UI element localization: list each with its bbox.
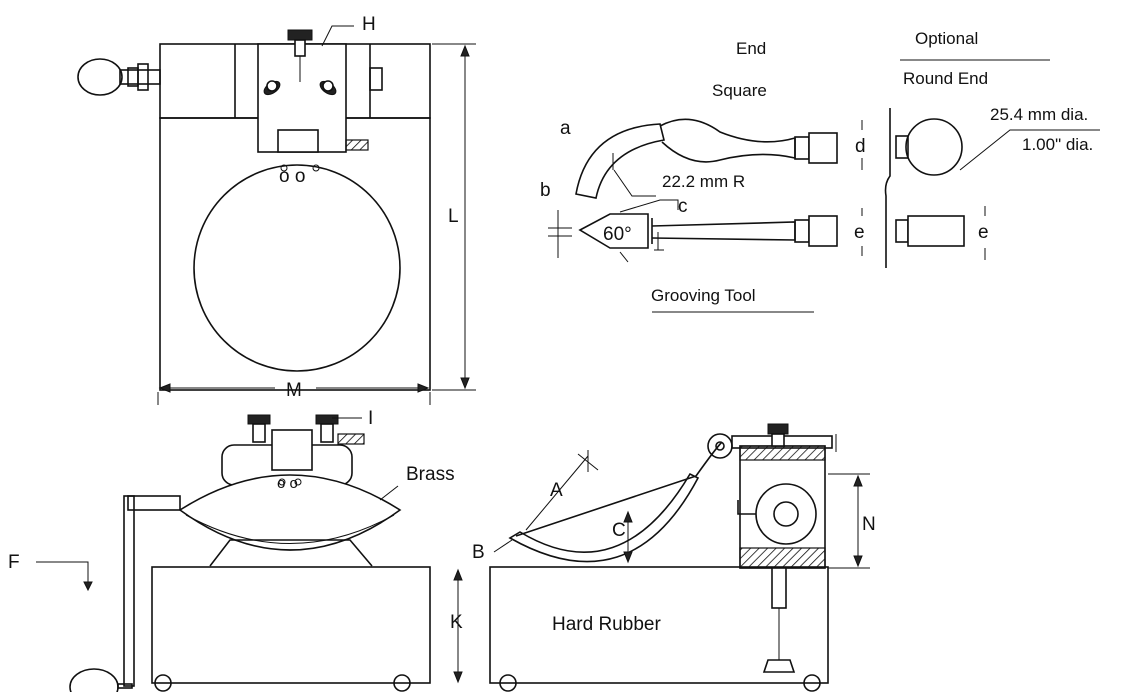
label-M: M (286, 380, 302, 401)
label-square: Square (712, 81, 767, 100)
side-view (489, 423, 870, 692)
label-H: H (362, 14, 376, 35)
cam-wheel (755, 483, 817, 545)
label-e1: e (854, 222, 865, 243)
front-view-cup (178, 474, 402, 551)
label-N: N (862, 514, 876, 535)
label-d: d (855, 136, 866, 157)
top-view (77, 25, 476, 405)
labels: H L M I F K N A B C Brass Hard Rubber o … (8, 14, 1093, 635)
front-view-base (151, 566, 431, 684)
label-L: L (448, 206, 459, 227)
top-view-cup (193, 164, 401, 372)
top-view-base (159, 117, 431, 391)
label-zero-top: o o (279, 166, 305, 187)
label-b: b (540, 180, 551, 201)
label-dia-in: 1.00" dia. (1022, 135, 1093, 154)
label-radius: 22.2 mm R (662, 172, 745, 191)
label-F: F (8, 552, 20, 573)
side-view-base (489, 566, 829, 684)
grooving-tool (548, 118, 863, 313)
label-round-end: Round End (903, 69, 988, 88)
label-hard-rubber: Hard Rubber (552, 614, 661, 635)
label-grooving-tool: Grooving Tool (651, 286, 756, 305)
label-zero-front: o o (277, 475, 298, 492)
label-K: K (450, 612, 463, 633)
label-e2: e (978, 222, 989, 243)
round-end-ball (905, 118, 963, 176)
label-B: B (472, 542, 485, 563)
label-c: c (678, 196, 688, 217)
optional-round-end (884, 59, 1100, 268)
label-angle: 60° (603, 224, 632, 245)
grooving-tool-edge (578, 213, 649, 249)
side-view-cup (508, 472, 700, 563)
label-A: A (550, 480, 563, 501)
grooving-tool-blade (575, 123, 665, 199)
front-view (36, 414, 463, 692)
label-end: End (736, 39, 766, 58)
crank-arm (123, 495, 135, 687)
front-crank-knob-icon (69, 668, 119, 692)
label-brass: Brass (406, 464, 455, 485)
label-a: a (560, 118, 571, 139)
label-I: I (368, 408, 373, 429)
label-dia-mm: 25.4 mm dia. (990, 105, 1088, 124)
crank-shaft (119, 69, 161, 85)
crank-knob-icon (77, 58, 123, 96)
label-C: C (612, 520, 626, 541)
label-optional: Optional (915, 29, 978, 48)
